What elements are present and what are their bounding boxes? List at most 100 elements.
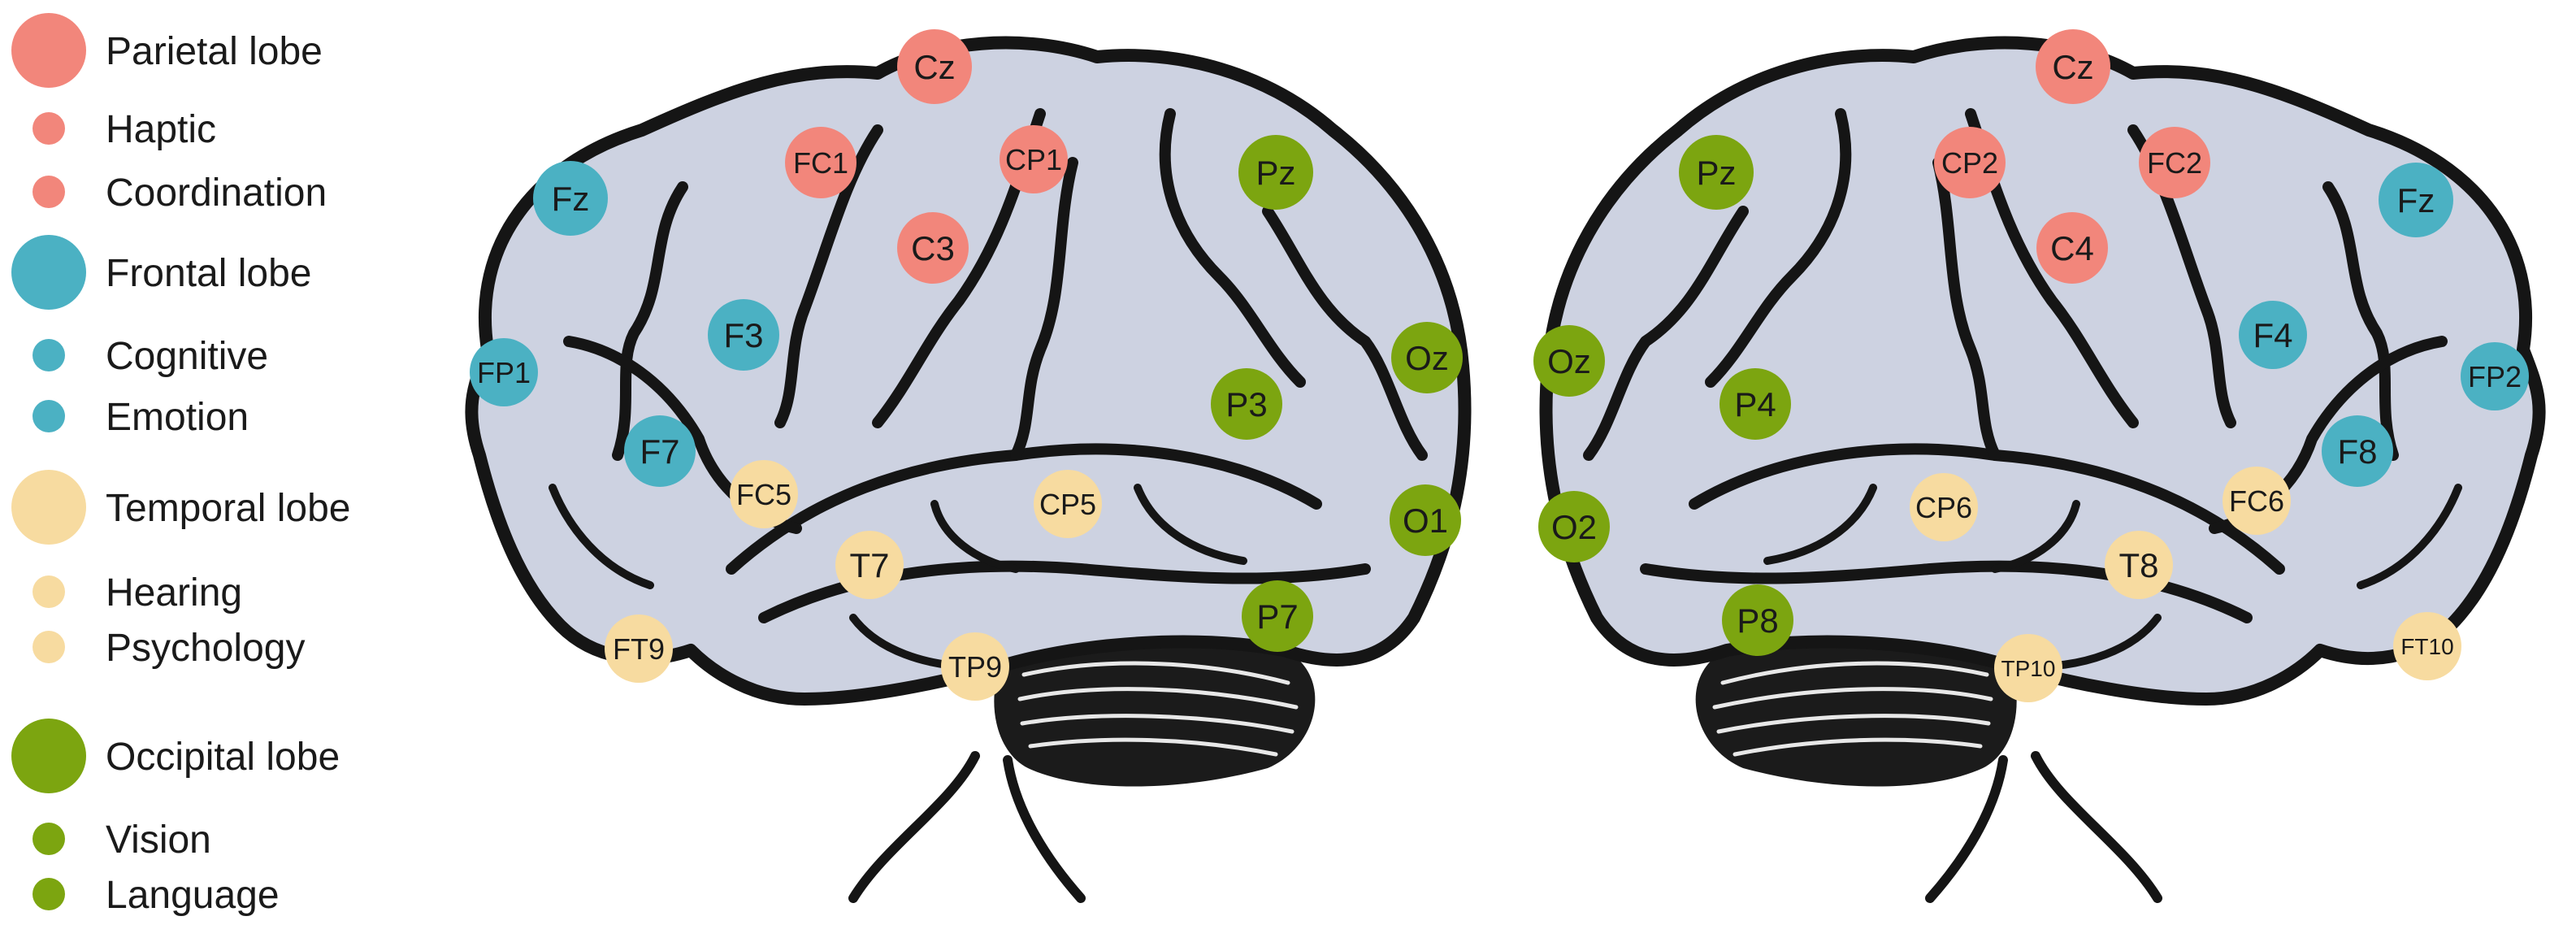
left-electrode-t7: T7: [835, 531, 904, 599]
right-electrode-label-cp2: CP2: [1941, 146, 1998, 180]
left-electrode-label-cp1: CP1: [1005, 143, 1062, 176]
left-electrode-label-o1: O1: [1403, 502, 1448, 540]
left-electrode-label-cz: Cz: [913, 48, 955, 86]
legend-label-hearing: Hearing: [106, 571, 242, 614]
left-electrode-marker-fc1: [785, 127, 856, 198]
right-electrode-fp2: FP2: [2461, 342, 2529, 410]
left-electrode-marker-p3: [1211, 368, 1282, 440]
left-electrode-label-tp9: TP9: [948, 650, 1002, 684]
right-electrode-cp6: CP6: [1910, 473, 1978, 541]
right-electrode-cp2: CP2: [1934, 127, 2006, 198]
right-electrode-t8: T8: [2105, 531, 2173, 599]
left-electrode-cp5: CP5: [1034, 470, 1102, 538]
right-electrode-marker-c4: [2036, 212, 2108, 284]
legend-item-occipital-lobe: Occipital lobe: [11, 719, 340, 793]
right-electrode-label-t8: T8: [2118, 546, 2158, 584]
left-electrode-marker-tp9: [941, 632, 1009, 701]
left-cerebellum: [994, 631, 1316, 787]
right-brainstem: [1925, 751, 2162, 903]
right-electrode-marker-fc6: [2223, 467, 2291, 535]
legend-label-vision: Vision: [106, 819, 211, 862]
right-electrode-f8: F8: [2322, 415, 2393, 487]
legend-item-frontal-lobe: Frontal lobe: [11, 235, 311, 310]
left-electrode-marker-fz: [533, 161, 608, 236]
left-electrode-cz: Cz: [897, 29, 972, 104]
right-electrode-fc6: FC6: [2223, 467, 2291, 535]
legend-swatch-psychology: [33, 631, 65, 663]
right-electrode-label-ft10: FT10: [2400, 634, 2453, 659]
right-electrode-oz: Oz: [1533, 325, 1605, 397]
legend-label-temporal-lobe: Temporal lobe: [106, 487, 351, 530]
left-electrode-oz: Oz: [1391, 322, 1463, 393]
legend-swatch-vision: [33, 823, 65, 855]
legend-label-emotion: Emotion: [106, 396, 249, 439]
left-electrode-f3: F3: [708, 299, 779, 371]
legend-label-parietal-lobe: Parietal lobe: [106, 30, 323, 73]
right-electrode-marker-tp10: [1994, 634, 2062, 702]
legend-label-cognitive: Cognitive: [106, 335, 268, 378]
left-electrode-label-ft9: FT9: [613, 632, 665, 666]
left-electrode-label-f3: F3: [723, 316, 763, 354]
left-electrode-label-cp5: CP5: [1039, 488, 1096, 521]
left-electrode-label-pz: Pz: [1255, 154, 1295, 192]
right-electrode-label-c4: C4: [2050, 229, 2094, 267]
left-electrode-marker-f3: [708, 299, 779, 371]
right-electrode-marker-f8: [2322, 415, 2393, 487]
left-brain: [465, 36, 1472, 903]
legend-item-temporal-lobe: Temporal lobe: [11, 470, 351, 545]
left-electrode-label-fz: Fz: [552, 180, 590, 218]
right-electrode-label-cz: Cz: [2052, 48, 2093, 86]
right-electrode-label-fc6: FC6: [2229, 484, 2284, 518]
right-electrode-label-oz: Oz: [1547, 342, 1591, 380]
left-electrode-fp1: FP1: [470, 338, 538, 406]
right-electrode-p4: P4: [1720, 368, 1791, 440]
legend-swatch-emotion: [33, 400, 65, 432]
right-electrode-marker-fp2: [2461, 342, 2529, 410]
left-electrode-tp9: TP9: [941, 632, 1009, 701]
right-cerebrum: [1539, 36, 2546, 706]
right-electrode-marker-fc2: [2139, 127, 2210, 198]
legend-label-haptic: Haptic: [106, 108, 216, 151]
left-electrode-label-f7: F7: [640, 432, 679, 471]
left-electrode-fz: Fz: [533, 161, 608, 236]
left-electrode-label-c3: C3: [911, 229, 955, 267]
right-electrode-label-p8: P8: [1737, 601, 1778, 640]
legend-label-language: Language: [106, 874, 280, 917]
legend-swatch-coordination: [33, 176, 65, 208]
left-electrode-marker-cz: [897, 29, 972, 104]
right-electrode-marker-p8: [1722, 584, 1793, 656]
left-electrode-cp1: CP1: [1000, 125, 1068, 193]
legend-swatch-parietal-lobe: [11, 13, 86, 88]
left-electrode-label-oz: Oz: [1405, 339, 1449, 377]
left-electrode-marker-pz: [1238, 135, 1313, 210]
legend-swatch-temporal-lobe: [11, 470, 86, 545]
legend-item-emotion: Emotion: [33, 396, 249, 439]
right-electrode-marker-t8: [2105, 531, 2173, 599]
left-electrode-marker-o1: [1390, 484, 1461, 556]
legend-item-hearing: Hearing: [33, 571, 242, 614]
right-electrode-label-pz: Pz: [1696, 154, 1736, 192]
right-electrode-fc2: FC2: [2139, 127, 2210, 198]
left-electrode-label-p3: P3: [1225, 385, 1267, 423]
right-electrode-label-cp6: CP6: [1915, 491, 1972, 524]
left-electrode-marker-f7: [624, 415, 696, 487]
right-electrode-label-p4: P4: [1734, 385, 1776, 423]
right-electrode-c4: C4: [2036, 212, 2108, 284]
right-electrode-tp10: TP10: [1994, 634, 2062, 702]
right-electrode-marker-f4: [2239, 301, 2307, 369]
left-electrode-marker-t7: [835, 531, 904, 599]
legend-swatch-haptic: [33, 112, 65, 145]
right-electrode-cz: Cz: [2036, 29, 2110, 104]
right-electrode-fz: Fz: [2379, 163, 2453, 237]
left-electrode-marker-p7: [1242, 580, 1313, 652]
right-electrode-marker-cp6: [1910, 473, 1978, 541]
legend-swatch-frontal-lobe: [11, 235, 86, 310]
right-electrode-label-tp10: TP10: [2001, 656, 2056, 681]
left-electrode-label-p7: P7: [1256, 597, 1298, 636]
right-electrode-ft10: FT10: [2393, 612, 2461, 680]
legend-item-haptic: Haptic: [33, 108, 216, 151]
left-electrode-pz: Pz: [1238, 135, 1313, 210]
